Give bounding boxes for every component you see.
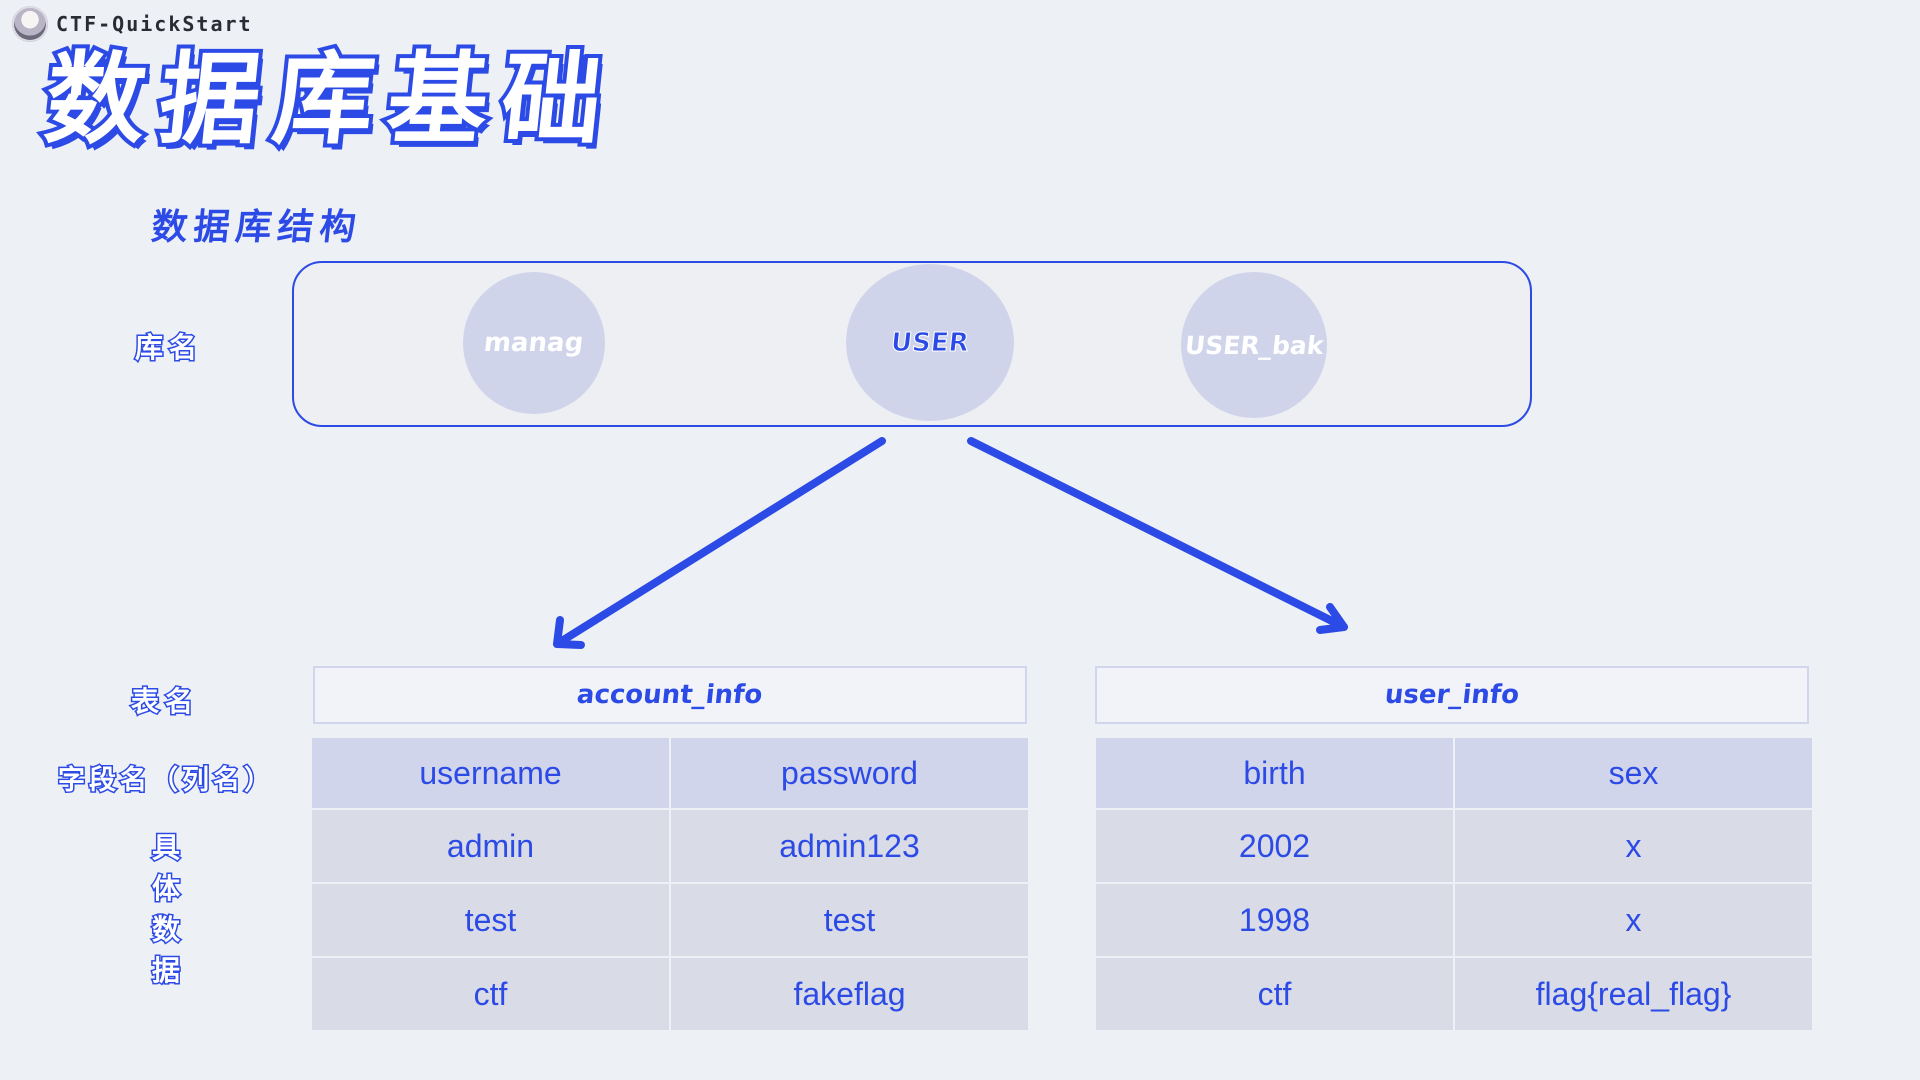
table-cell: test [669, 882, 1030, 958]
table-row: ctf flag{real_flag} [1094, 956, 1814, 1032]
arrow-right-head [1316, 603, 1348, 634]
anime-avatar-icon [12, 6, 48, 42]
table-row: 2002 x [1094, 808, 1814, 884]
brand-header: CTF-QuickStart [12, 6, 253, 42]
table-cell: fakeflag [669, 956, 1030, 1032]
table-cell: admin [310, 808, 671, 884]
table-row: test test [310, 882, 1030, 958]
table-cell: flag{real_flag} [1453, 956, 1814, 1032]
table-cell: ctf [1094, 956, 1455, 1032]
table-cell: ctf [310, 956, 671, 1032]
page-title: 数据库基础 [36, 37, 626, 162]
table-cell: x [1453, 808, 1814, 884]
arrow-left-line [553, 437, 886, 648]
database-user: USER [846, 264, 1014, 421]
table-row: admin admin123 [310, 808, 1030, 884]
column-header: birth [1094, 736, 1455, 810]
database-user-bak: USER_bak [1181, 272, 1327, 418]
database-name: manag [482, 328, 586, 358]
column-header-row: birth sex [1094, 736, 1814, 810]
table-label: 表名 [129, 684, 200, 720]
data-label-char: 具 [150, 830, 181, 865]
arrow-left-head [553, 616, 585, 649]
database-label: 库名 [133, 330, 204, 366]
brand-name: CTF-QuickStart [56, 12, 253, 36]
table-cell: 2002 [1094, 808, 1455, 884]
table-cell: x [1453, 882, 1814, 958]
table-cell: admin123 [669, 808, 1030, 884]
data-label-char: 据 [150, 953, 181, 988]
database-name: USER [889, 327, 971, 358]
table-name: user_info [1383, 680, 1521, 710]
database-name: USER_bak [1183, 330, 1325, 360]
table-row: 1998 x [1094, 882, 1814, 958]
table-name-box: user_info [1095, 666, 1809, 724]
section-title: 数据库结构 [149, 207, 364, 248]
table-name-box: account_info [313, 666, 1027, 724]
table-cell: 1998 [1094, 882, 1455, 958]
arrow-right-line [967, 437, 1348, 631]
data-label: 具 体 数 据 [150, 830, 181, 988]
table-row: ctf fakeflag [310, 956, 1030, 1032]
column-header-row: username password [310, 736, 1030, 810]
data-label-char: 体 [150, 871, 181, 906]
column-header: username [310, 736, 671, 810]
column-header: sex [1453, 736, 1814, 810]
data-label-char: 数 [150, 912, 181, 947]
field-label: 字段名（列名） [57, 764, 275, 798]
database-manag: manag [463, 272, 605, 414]
column-header: password [669, 736, 1030, 810]
table-name: account_info [575, 680, 765, 710]
table-cell: test [310, 882, 671, 958]
data-table: birth sex 2002 x 1998 x ctf flag{real_fl… [1094, 736, 1814, 1032]
data-table: username password admin admin123 test te… [310, 736, 1030, 1032]
